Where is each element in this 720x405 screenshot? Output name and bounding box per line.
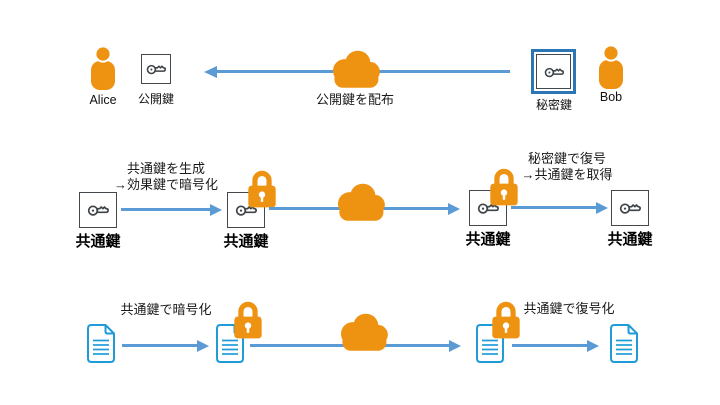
obtain-key-arrowhead-icon — [596, 201, 608, 214]
document-icon — [610, 324, 638, 363]
common-key-label-4: 共通鍵 — [607, 231, 653, 248]
decrypt-key-caption-line1: 秘密鍵で復号 — [527, 151, 606, 166]
key-icon — [146, 64, 167, 75]
generate-key-caption-line2: →効果鍵で暗号化 — [113, 177, 218, 192]
common-key-label-2: 共通鍵 — [223, 233, 269, 250]
private-key-box-highlight — [531, 49, 576, 94]
encrypt-doc-caption: 共通鍵で暗号化 — [120, 302, 212, 317]
key-icon — [87, 205, 109, 216]
common-key-box-4 — [611, 190, 649, 226]
private-key-box — [536, 54, 571, 89]
send-key-arrowhead-icon — [448, 202, 460, 215]
decrypt-doc-arrow-line — [512, 344, 588, 347]
lock-icon — [245, 168, 279, 209]
cloud-icon — [332, 50, 380, 88]
encrypt-key-arrowhead-icon — [210, 203, 222, 216]
common-key-box-3 — [469, 190, 507, 226]
document-icon — [87, 324, 115, 363]
key-icon — [619, 203, 641, 214]
public-key-box — [141, 54, 171, 84]
bob-person-icon — [598, 45, 624, 90]
bob-label: Bob — [599, 90, 623, 104]
alice-label: Alice — [89, 93, 117, 107]
cloud-icon — [340, 313, 388, 351]
common-key-label-3: 共通鍵 — [465, 231, 511, 248]
distribute-arrowhead-icon — [204, 65, 217, 78]
key-icon — [544, 67, 564, 77]
decrypt-doc-arrowhead-icon — [587, 339, 599, 352]
decrypt-doc-caption: 共通鍵で復号化 — [523, 301, 615, 316]
private-key-label: 秘密鍵 — [535, 98, 572, 112]
public-key-label: 公開鍵 — [137, 92, 174, 106]
lock-icon — [231, 299, 265, 340]
obtain-key-arrow-line — [511, 206, 597, 209]
send-doc-arrowhead-icon — [449, 339, 461, 352]
encrypt-doc-arrowhead-icon — [197, 339, 209, 352]
distribute-caption: 公開鍵を配布 — [315, 92, 394, 107]
decrypt-key-caption-line2: →共通鍵を取得 — [521, 167, 613, 182]
common-key-label-1: 共通鍵 — [75, 233, 121, 250]
common-key-box-1 — [79, 192, 117, 228]
alice-person-icon — [90, 46, 116, 91]
encrypt-doc-arrow-line — [122, 344, 198, 347]
cloud-icon — [337, 183, 385, 221]
generate-key-caption-line1: 共通鍵を生成 — [126, 161, 205, 176]
encrypt-key-arrow-line — [121, 208, 211, 211]
